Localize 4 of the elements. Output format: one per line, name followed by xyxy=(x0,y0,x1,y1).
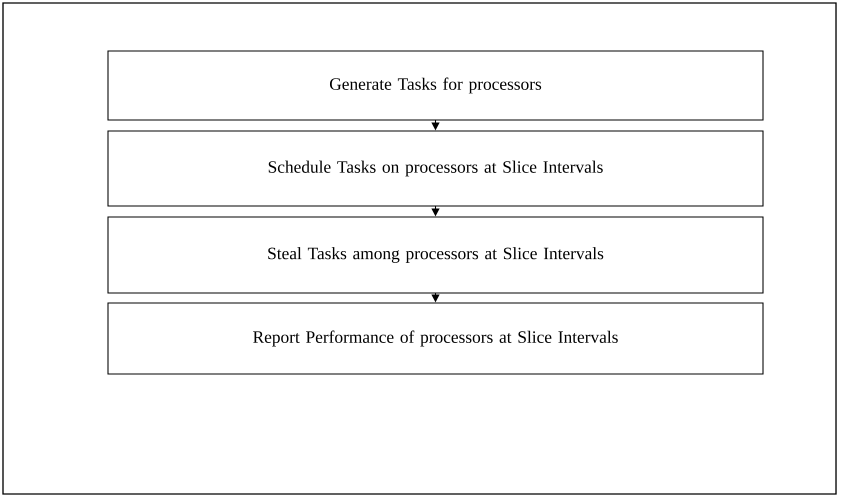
process-box: Report Performance of processors at Slice Intervals xyxy=(107,302,764,375)
process-box: Generate Tasks for processors xyxy=(107,50,764,121)
process-box: Steal Tasks among processors at Slice Intervals xyxy=(107,216,764,294)
process-box: Schedule Tasks on processors at Slice Intervals xyxy=(107,130,764,207)
